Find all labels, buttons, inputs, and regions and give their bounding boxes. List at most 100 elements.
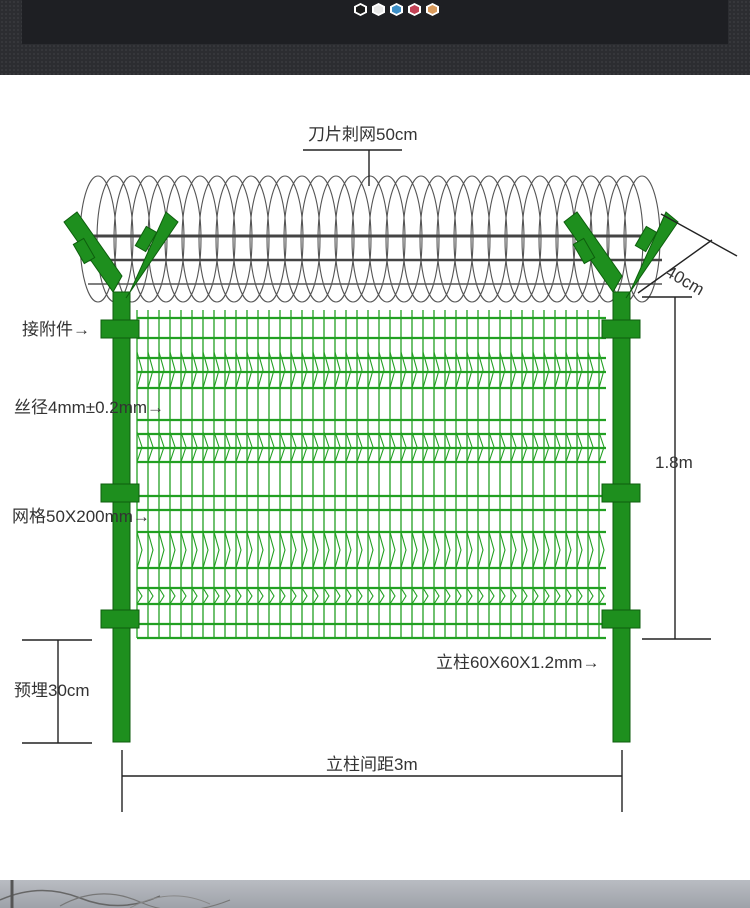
razor-coil-loop [419,175,457,303]
swatch-blue[interactable] [390,3,403,16]
mesh-fold [499,351,506,389]
mesh-fold [587,431,594,463]
swatch-orange[interactable] [426,3,439,16]
mesh-fold [268,587,275,605]
mesh-fold [191,351,198,389]
mesh-fold [488,351,495,389]
mesh-fold [169,531,176,569]
mesh-fold [466,587,473,605]
razor-coil-loop [385,175,423,303]
mesh-fold [565,351,572,389]
mesh-fold [510,431,517,463]
mesh-fold [455,531,462,569]
mesh-fold [433,351,440,389]
swatch-red[interactable] [408,3,421,16]
mesh-fold [136,431,143,463]
mesh-fold [224,351,231,389]
mesh-fold [455,431,462,463]
mesh-fold [576,531,583,569]
mesh-fold [301,431,308,463]
mesh-fold [334,431,341,463]
mesh-fold [499,431,506,463]
mesh-fold [521,587,528,605]
mesh-fold [268,351,275,389]
mesh-fold [312,351,319,389]
mesh-fold [543,531,550,569]
mesh-fold [411,351,418,389]
mesh-fold [334,351,341,389]
mesh-fold [532,531,539,569]
mesh-fold [268,531,275,569]
mesh-fold [301,531,308,569]
swatch-black[interactable] [354,3,367,16]
razor-wire-rails [88,234,662,285]
mesh-fold [257,351,264,389]
mesh-fold [312,431,319,463]
razor-coil-loop [198,175,236,303]
connector-label: 接附件→ [22,320,90,339]
mesh-fold [532,587,539,605]
mesh-fold [444,587,451,605]
mesh-fold [147,351,154,389]
mesh-fold [202,351,209,389]
mesh-fold [422,351,429,389]
mesh-fold [576,431,583,463]
mesh-fold [180,351,187,389]
mesh-fold [422,431,429,463]
razor-coil-loop [317,175,355,303]
mesh-fold [334,587,341,605]
razor-coil-loop [351,175,389,303]
mesh-fold [587,587,594,605]
mesh-fold [312,531,319,569]
razor-coil-loop [164,175,202,303]
mesh-fold [510,587,517,605]
mesh-fold [169,431,176,463]
mesh-fold [147,431,154,463]
mesh-fold [367,431,374,463]
mesh-fold [323,431,330,463]
mesh-fold [565,531,572,569]
mesh-fold [411,431,418,463]
mesh-fold [598,587,605,605]
razor-coil-loop [487,175,525,303]
razor-coil-loop [266,175,304,303]
mesh-fold [191,587,198,605]
mesh-fold [477,587,484,605]
mesh-fold [455,351,462,389]
mesh-fold [554,531,561,569]
mesh-fold [345,587,352,605]
post-spacing-label: 立柱间距3m [326,755,418,774]
mesh-fold [279,431,286,463]
swatch-white[interactable] [372,3,385,16]
mesh-fold [202,531,209,569]
mesh-fold [576,351,583,389]
fence-diagram: 刀片刺网50cm 40cm 接附件→ 丝径4mm±0.2mm→ 1.8m 网格5… [0,75,750,880]
mesh-fold [532,351,539,389]
razor-coil-loop [402,175,440,303]
mesh-size-label: 网格50X200mm→ [12,507,150,526]
mesh-fold [257,587,264,605]
mesh-fold [224,531,231,569]
razor-coil-loop [232,175,270,303]
mesh-fold [444,431,451,463]
razor-wire-label: 刀片刺网50cm [308,125,418,144]
height-label: 1.8m [655,453,693,472]
mesh-fold [345,531,352,569]
right-post [563,211,679,743]
mesh-fold [147,531,154,569]
mesh-fold [400,431,407,463]
mesh-fold [246,531,253,569]
mesh-fold [543,431,550,463]
mesh-fold [169,351,176,389]
mesh-fold [554,431,561,463]
mesh-fold [235,431,242,463]
mesh-fold [543,351,550,389]
razor-coil-loop [453,175,491,303]
mesh-fold [521,351,528,389]
mesh-fold [510,351,517,389]
mesh-fold [235,587,242,605]
mesh-fold [136,587,143,605]
mesh-fold [257,431,264,463]
mesh-fold [433,431,440,463]
top-banner [0,0,750,75]
